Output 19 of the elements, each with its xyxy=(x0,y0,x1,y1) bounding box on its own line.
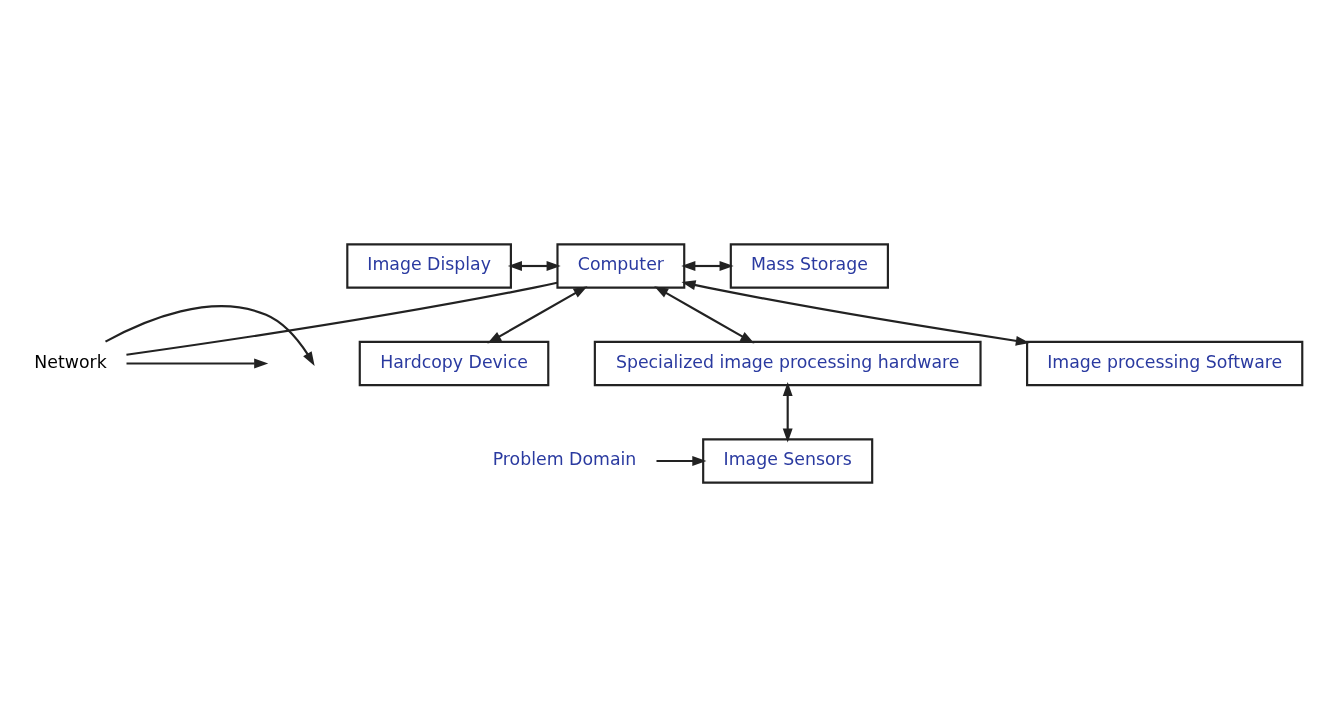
node-text: Network xyxy=(34,351,107,372)
arrow xyxy=(507,260,561,271)
arrow xyxy=(126,358,269,368)
arrow xyxy=(681,260,734,271)
node-box: Image Sensors xyxy=(702,437,874,484)
node-box: Computer xyxy=(556,242,686,289)
arrow xyxy=(656,455,707,466)
arrow xyxy=(681,279,1030,346)
arrow xyxy=(105,304,315,366)
arrow xyxy=(654,285,755,343)
node-box: Mass Storage xyxy=(729,242,889,289)
node-box: Image processing Software xyxy=(1026,340,1304,386)
node-box: Hardcopy Device xyxy=(358,340,550,386)
arrow xyxy=(782,381,793,443)
node-text: Problem Domain xyxy=(492,448,637,469)
connector xyxy=(126,281,558,356)
arrow xyxy=(487,285,588,343)
node-box: Image Display xyxy=(346,242,512,289)
node-box: Specialized image processing hardware xyxy=(593,340,982,386)
